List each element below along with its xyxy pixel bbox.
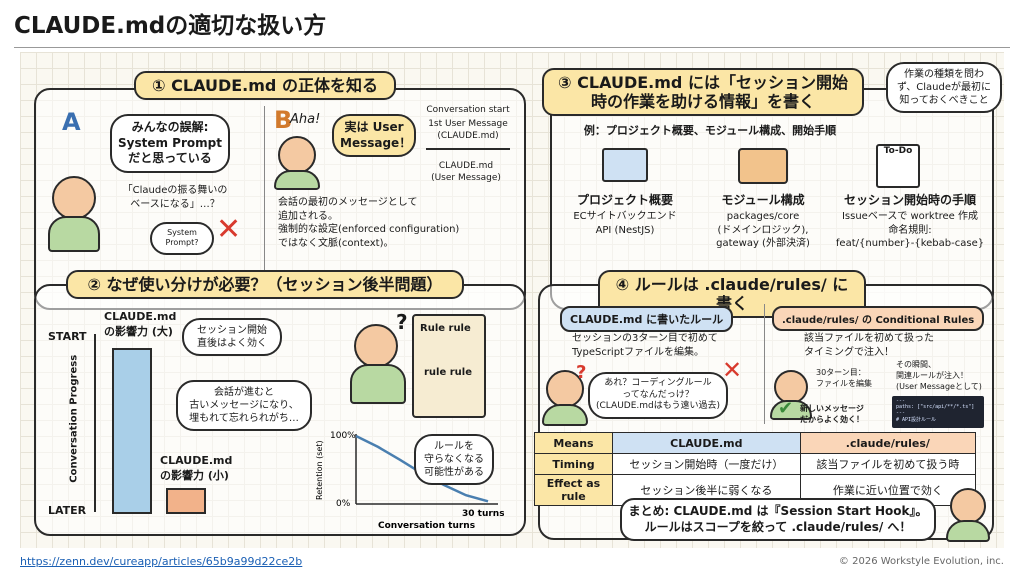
copyright-text: © 2026 Workstyle Evolution, inc. (838, 556, 1004, 567)
start-label: START (48, 330, 87, 343)
scroll-text-2: rule rule (424, 367, 473, 378)
aha-text: Aha! (290, 112, 321, 127)
puzzled-person-body (542, 404, 588, 426)
title-divider (14, 47, 1010, 48)
slide-title: CLAUDE.mdの適切な扱い方 (14, 13, 327, 39)
aha-person-avatar (278, 136, 316, 174)
thumbs-up-person-avatar (950, 488, 986, 524)
comparison-table: Means CLAUDE.md .claude/rules/ Timing セッ… (534, 432, 977, 506)
chart-y-label: Retention (set) (315, 440, 324, 500)
section-a-label: A (62, 108, 81, 136)
new-message-effect-label: 新しいメッセージ だからよく効く！ (800, 404, 864, 424)
worried-person-body (48, 216, 100, 252)
chart-y0-label: 0% (336, 499, 351, 509)
may-break-rules-bubble: ルールを 守らなくなる 可能性がある (414, 434, 494, 485)
claude-md-message-box: CLAUDE.md (User Message) (431, 161, 501, 184)
worried-person-avatar (52, 176, 96, 220)
effect-late-bubble: 会話が進むと 古いメッセージになり、 埋もれて忘れられがち… (176, 380, 312, 431)
conditional-rules-tag: .claude/rules/ の Conditional Rules (772, 306, 985, 331)
progress-axis-label: Conversation Progress (68, 354, 80, 483)
thumbs-up-person-body (946, 520, 990, 542)
todo-icon: To-Do (876, 144, 920, 188)
misconception-bubble: みんなの誤解: System Prompt だと思っている (110, 114, 230, 173)
table-header-cell: .claude/rules/ (799, 432, 977, 454)
rule-scroll (412, 314, 486, 418)
claude-md-rule-text: セッションの3ターン目で初めて TypeScriptファイルを編集。 (572, 333, 718, 358)
claude-md-rule-tag: CLAUDE.md に書いたルール (560, 306, 734, 332)
conditional-rules-text: 該当ファイルを初めて扱った タイミングで注入！ (804, 333, 934, 358)
scroll-text-1: Rule rule (420, 323, 471, 334)
success-check-icon: ✔ (778, 398, 794, 419)
panel1-divider (264, 106, 265, 296)
table-row-label: Effect as rule (534, 474, 613, 506)
rule-inject-label: その瞬間、 関連ルールが注入！ (User Messageとして) (896, 360, 982, 391)
table-cell: セッション開始時（一度だけ） (612, 453, 801, 475)
thought-cloud: 作業の種類を問わ ず、Claudeが最初に 知っておくべきこと (886, 62, 1002, 113)
confused-person-avatar (354, 324, 398, 368)
later-label: LATER (48, 504, 87, 517)
panel2-title: ② なぜ使い分けが必要？（セッション後半問題） (66, 270, 464, 300)
conversation-start-label: Conversation start (426, 105, 510, 115)
misconception-quote: 「Claudeの振る舞いの ベースになる」…？ (122, 185, 228, 210)
first-message-label: 1st User Message (CLAUDE.md) (428, 119, 508, 142)
source-link[interactable]: https://zenn.dev/cureapp/articles/65b9a9… (20, 555, 303, 568)
rule-code-snippet: --- paths: ["src/api/**/*.ts"] --- # API… (892, 396, 984, 428)
card-start-steps-body: Issueベースで worktree 作成 命名規則: feat/{number… (835, 211, 985, 249)
timeline-arrow (426, 148, 510, 150)
effect-early-bubble: セッション開始 直後はよく効く (182, 318, 282, 356)
forgot-rule-bubble: あれ？コーディングルール ってなんだっけ？ (CLAUDE.mdはもう遠い過去) (588, 372, 728, 420)
happy-person-body (770, 400, 812, 420)
influence-bar-big (112, 348, 152, 514)
panel4-divider (764, 304, 765, 424)
user-message-bubble: 実は User Message！ (332, 114, 416, 158)
card-modules-title: モジュール構成 (721, 193, 805, 207)
card-overview-body: ECサイトバックエンド API (NestJS) (573, 211, 677, 236)
confused-person-body (350, 364, 406, 404)
table-header-cell: CLAUDE.md (612, 432, 801, 454)
chart-x-label: Conversation turns (378, 521, 475, 531)
user-message-description: 会話の最初のメッセージとして 追加される。 強制的な設定(enforced co… (278, 197, 460, 249)
cross-mark-icon: ✕ (216, 212, 242, 247)
example-line: 例：プロジェクト概要、モジュール構成、開始手順 (583, 124, 837, 137)
book-icon (602, 148, 648, 182)
table-header-row: Means CLAUDE.md .claude/rules/ (534, 432, 977, 454)
chart-x30-label: 30 turns (462, 509, 504, 519)
influence-bar-small (166, 488, 206, 514)
big-influence-label: CLAUDE.md の影響力 (大) (104, 310, 177, 338)
turn-30-label: 30ターン目： ファイルを編集 (816, 368, 872, 388)
card-start-steps-title: セッション開始時の手順 (843, 193, 976, 207)
table-row-label: Timing (534, 453, 613, 475)
table-cell: 該当ファイルを初めて扱う時 (799, 453, 977, 475)
card-overview-title: プロジェクト概要 (576, 193, 673, 207)
section-b-label: B (274, 106, 293, 134)
failure-cross-icon: ✕ (722, 356, 743, 384)
infographic-canvas: ① CLAUDE.md の正体を知る A みんなの誤解: System Prom… (20, 52, 1004, 548)
table-row: Timing セッション開始時（一度だけ） 該当ファイルを初めて扱う時 (534, 453, 977, 475)
folder-icon (738, 148, 788, 184)
table-header-cell: Means (534, 432, 613, 454)
system-prompt-cloud: System Prompt? (150, 222, 214, 255)
summary-bubble: まとめ: CLAUDE.md は『Session Start Hook』。 ルー… (620, 498, 936, 542)
question-mark-icon: ? (396, 310, 408, 334)
chart-y100-label: 100% (330, 431, 356, 441)
small-influence-label: CLAUDE.md の影響力 (小) (160, 454, 233, 482)
card-modules-body: packages/core (ドメインロジック), gateway (外部決済) (716, 211, 810, 249)
todo-label: To-Do (883, 146, 913, 156)
panel3-title: ③ CLAUDE.md には「セッション開始 時の作業を助ける情報」を書く (542, 68, 864, 117)
progress-axis (94, 334, 96, 512)
aha-person-body (274, 170, 320, 190)
puzzled-question-icon: ? (576, 362, 587, 383)
panel1-title: ① CLAUDE.md の正体を知る (134, 71, 396, 101)
